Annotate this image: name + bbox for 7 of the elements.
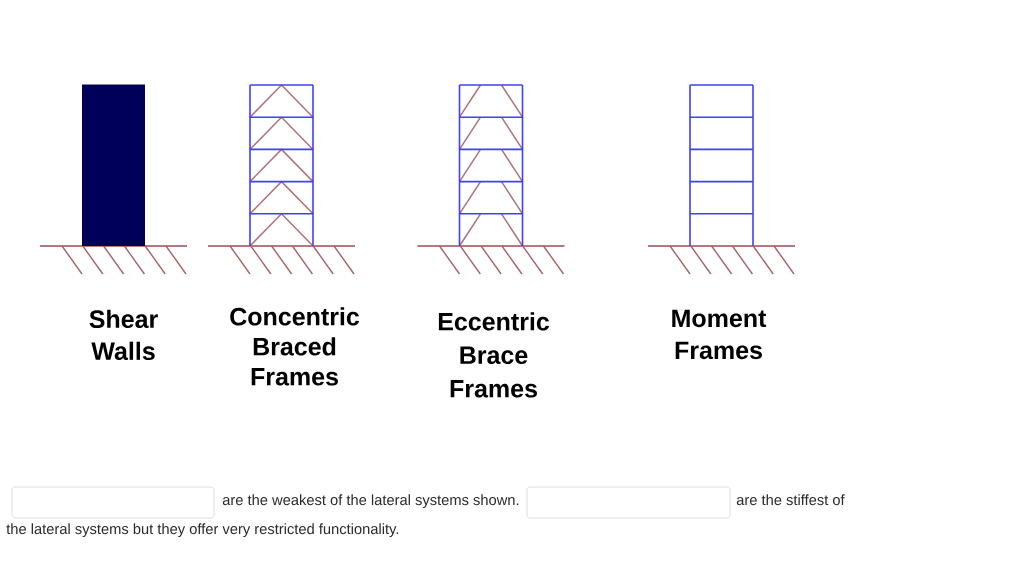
structure-label: Shear Walls [89, 309, 158, 361]
structure-label: Eccentric Brace Frames [438, 312, 550, 398]
sentence-text: are the stiffest of [736, 494, 845, 506]
structure-label: Concentric Braced Frames [230, 307, 360, 386]
sentence-text: the lateral systems but they offer very restricted functionality. [6, 523, 399, 538]
sentence-text: are the weakest of the lateral systems shown. [222, 494, 519, 509]
structure-label: Moment Frames [672, 309, 767, 360]
